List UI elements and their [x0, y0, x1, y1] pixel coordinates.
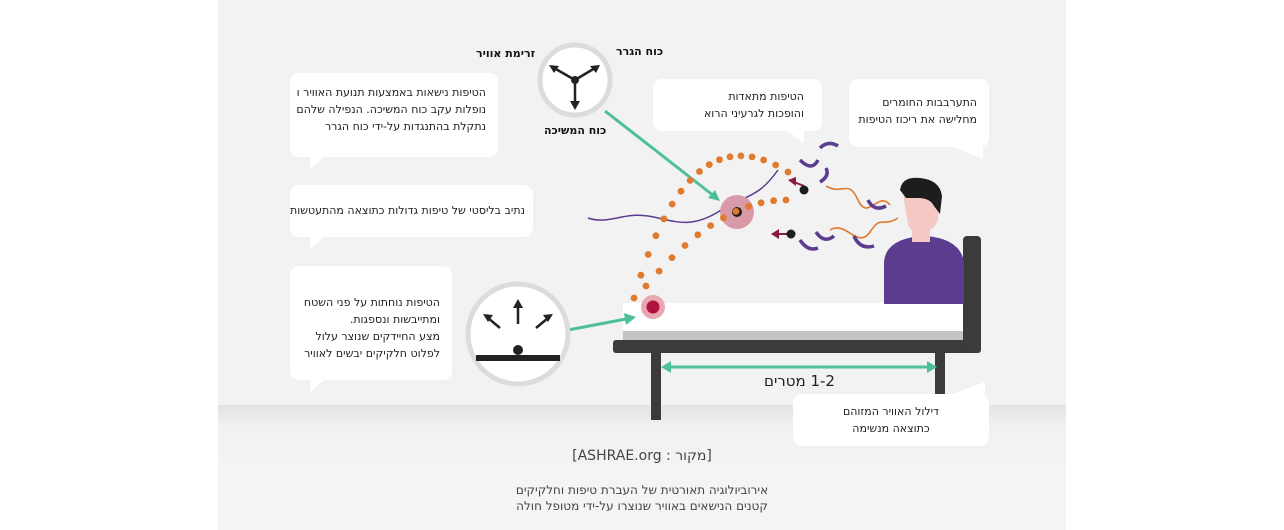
distance-label: 1-2 מטרים — [764, 372, 835, 390]
trajectory-dot — [782, 196, 790, 204]
trajectory-dot — [760, 156, 768, 164]
trajectory-dot — [707, 222, 714, 230]
drag-label: כוח הגרר — [616, 45, 664, 58]
caption-line: אירוביולוגיה תאורטית של העברת טיפות וחלק… — [515, 483, 769, 497]
exhale-wave — [825, 185, 891, 209]
distance-arrow — [661, 361, 937, 373]
trajectory-dot — [644, 251, 652, 258]
callout-line: לפלוט חלקיקים יבשים לאוויר — [304, 347, 440, 360]
scene-illustration — [465, 42, 981, 420]
callout-line: הטיפות נישאות באמצעות תנועת האוויר ו — [296, 86, 486, 99]
ballistic-trajectory — [630, 152, 792, 302]
trajectory-dot — [668, 254, 676, 261]
exhale-wave — [829, 217, 899, 239]
callout-line: דילול האוויר המזוהם — [842, 405, 940, 418]
diagram-panel: זרימת אוויר כוח הגרר כוח המשיכה הטיפות נ… — [218, 0, 1066, 530]
trajectory-dot — [655, 267, 663, 275]
callout-transport: הטיפות נישאות באמצעות תנועת האוויר ו נופ… — [290, 73, 498, 169]
source-label: [מקור : ASHRAE.org] — [572, 448, 712, 464]
trajectory-dot — [642, 282, 650, 290]
callout-ballistic: נתיב בליסטי של טיפות גדולות כתוצאה מהתעט… — [289, 185, 533, 249]
figure-caption: אירוביולוגיה תאורטית של העברת טיפות וחלק… — [218, 482, 1066, 514]
trajectory-dot — [784, 168, 792, 176]
trajectory-dot — [757, 199, 765, 207]
trajectory-dot — [726, 153, 734, 161]
particles — [641, 177, 809, 319]
callout-line: הטיפות מתאדות — [728, 90, 804, 103]
connector-lines — [567, 109, 720, 332]
callout-line: מחלישה את ריכוז הטיפות — [858, 113, 977, 126]
trajectory-dot — [720, 214, 727, 222]
trajectory-dot — [637, 271, 645, 279]
trajectory-dot — [772, 161, 780, 169]
callout-line: נתיב בליסטי של טיפות גדולות כתוצאה מהתעט… — [289, 204, 525, 217]
callout-line: התערבבות החומרים — [882, 96, 977, 109]
callout-line: הטיפות נוחתות על פני השטח — [303, 296, 440, 309]
trajectory-dot — [668, 200, 676, 208]
trajectory-dot — [716, 156, 723, 164]
trajectory-dot — [677, 187, 685, 195]
callout-line: נופלות עקב כוח המשיכה. הנפילה שלהם — [296, 103, 486, 116]
callout-line: נתקלת בהתנגדות על-ידי כוח הגרר — [324, 120, 486, 133]
airflow-line — [587, 169, 779, 224]
trajectory-dot — [630, 294, 638, 302]
turbulence-arcs — [798, 141, 887, 251]
gravity-label: כוח המשיכה — [544, 124, 607, 137]
callout-line: ומתייבשות ונספגות. — [349, 313, 440, 326]
caption-line: קטנים הנישאים באוויר שנוצרו על-ידי מטופל… — [516, 499, 768, 513]
callout-mixing: התערבבות החומרים מחלישה את ריכוז הטיפות — [849, 79, 989, 159]
callout-evaporation: הטיפות מתאדות והופכות לגרעיני הרוא — [653, 79, 822, 143]
callout-line: והופכות לגרעיני הרוא — [703, 107, 804, 120]
settling-gauge — [465, 281, 571, 387]
patient — [884, 177, 964, 304]
trajectory-dot — [660, 215, 668, 223]
trajectory-dot — [696, 168, 703, 175]
trajectory-dot — [745, 203, 752, 210]
callout-dilution: דילול האוויר המזוהם כתוצאה מנשימה — [793, 382, 989, 446]
hospital-bed — [613, 236, 981, 420]
callout-settling: הטיפות נוחתות על פני השטח ומתייבשות ונספ… — [290, 266, 452, 392]
trajectory-dot — [737, 152, 745, 160]
trajectory-dot — [770, 197, 777, 205]
trajectory-dot — [681, 242, 689, 249]
force-gauge — [537, 42, 613, 118]
airflow-label: זרימת אוויר — [476, 47, 535, 60]
callout-line: כתוצאה מנשימה — [852, 422, 930, 435]
trajectory-dot — [652, 232, 660, 240]
trajectory-dot — [686, 177, 694, 184]
trajectory-dot — [694, 231, 702, 239]
trajectory-dot — [705, 161, 713, 169]
trajectory-dot — [732, 208, 740, 215]
trajectory-dot — [748, 153, 756, 161]
callout-line: מצע החיידקים שנוצר עלול — [315, 330, 440, 343]
